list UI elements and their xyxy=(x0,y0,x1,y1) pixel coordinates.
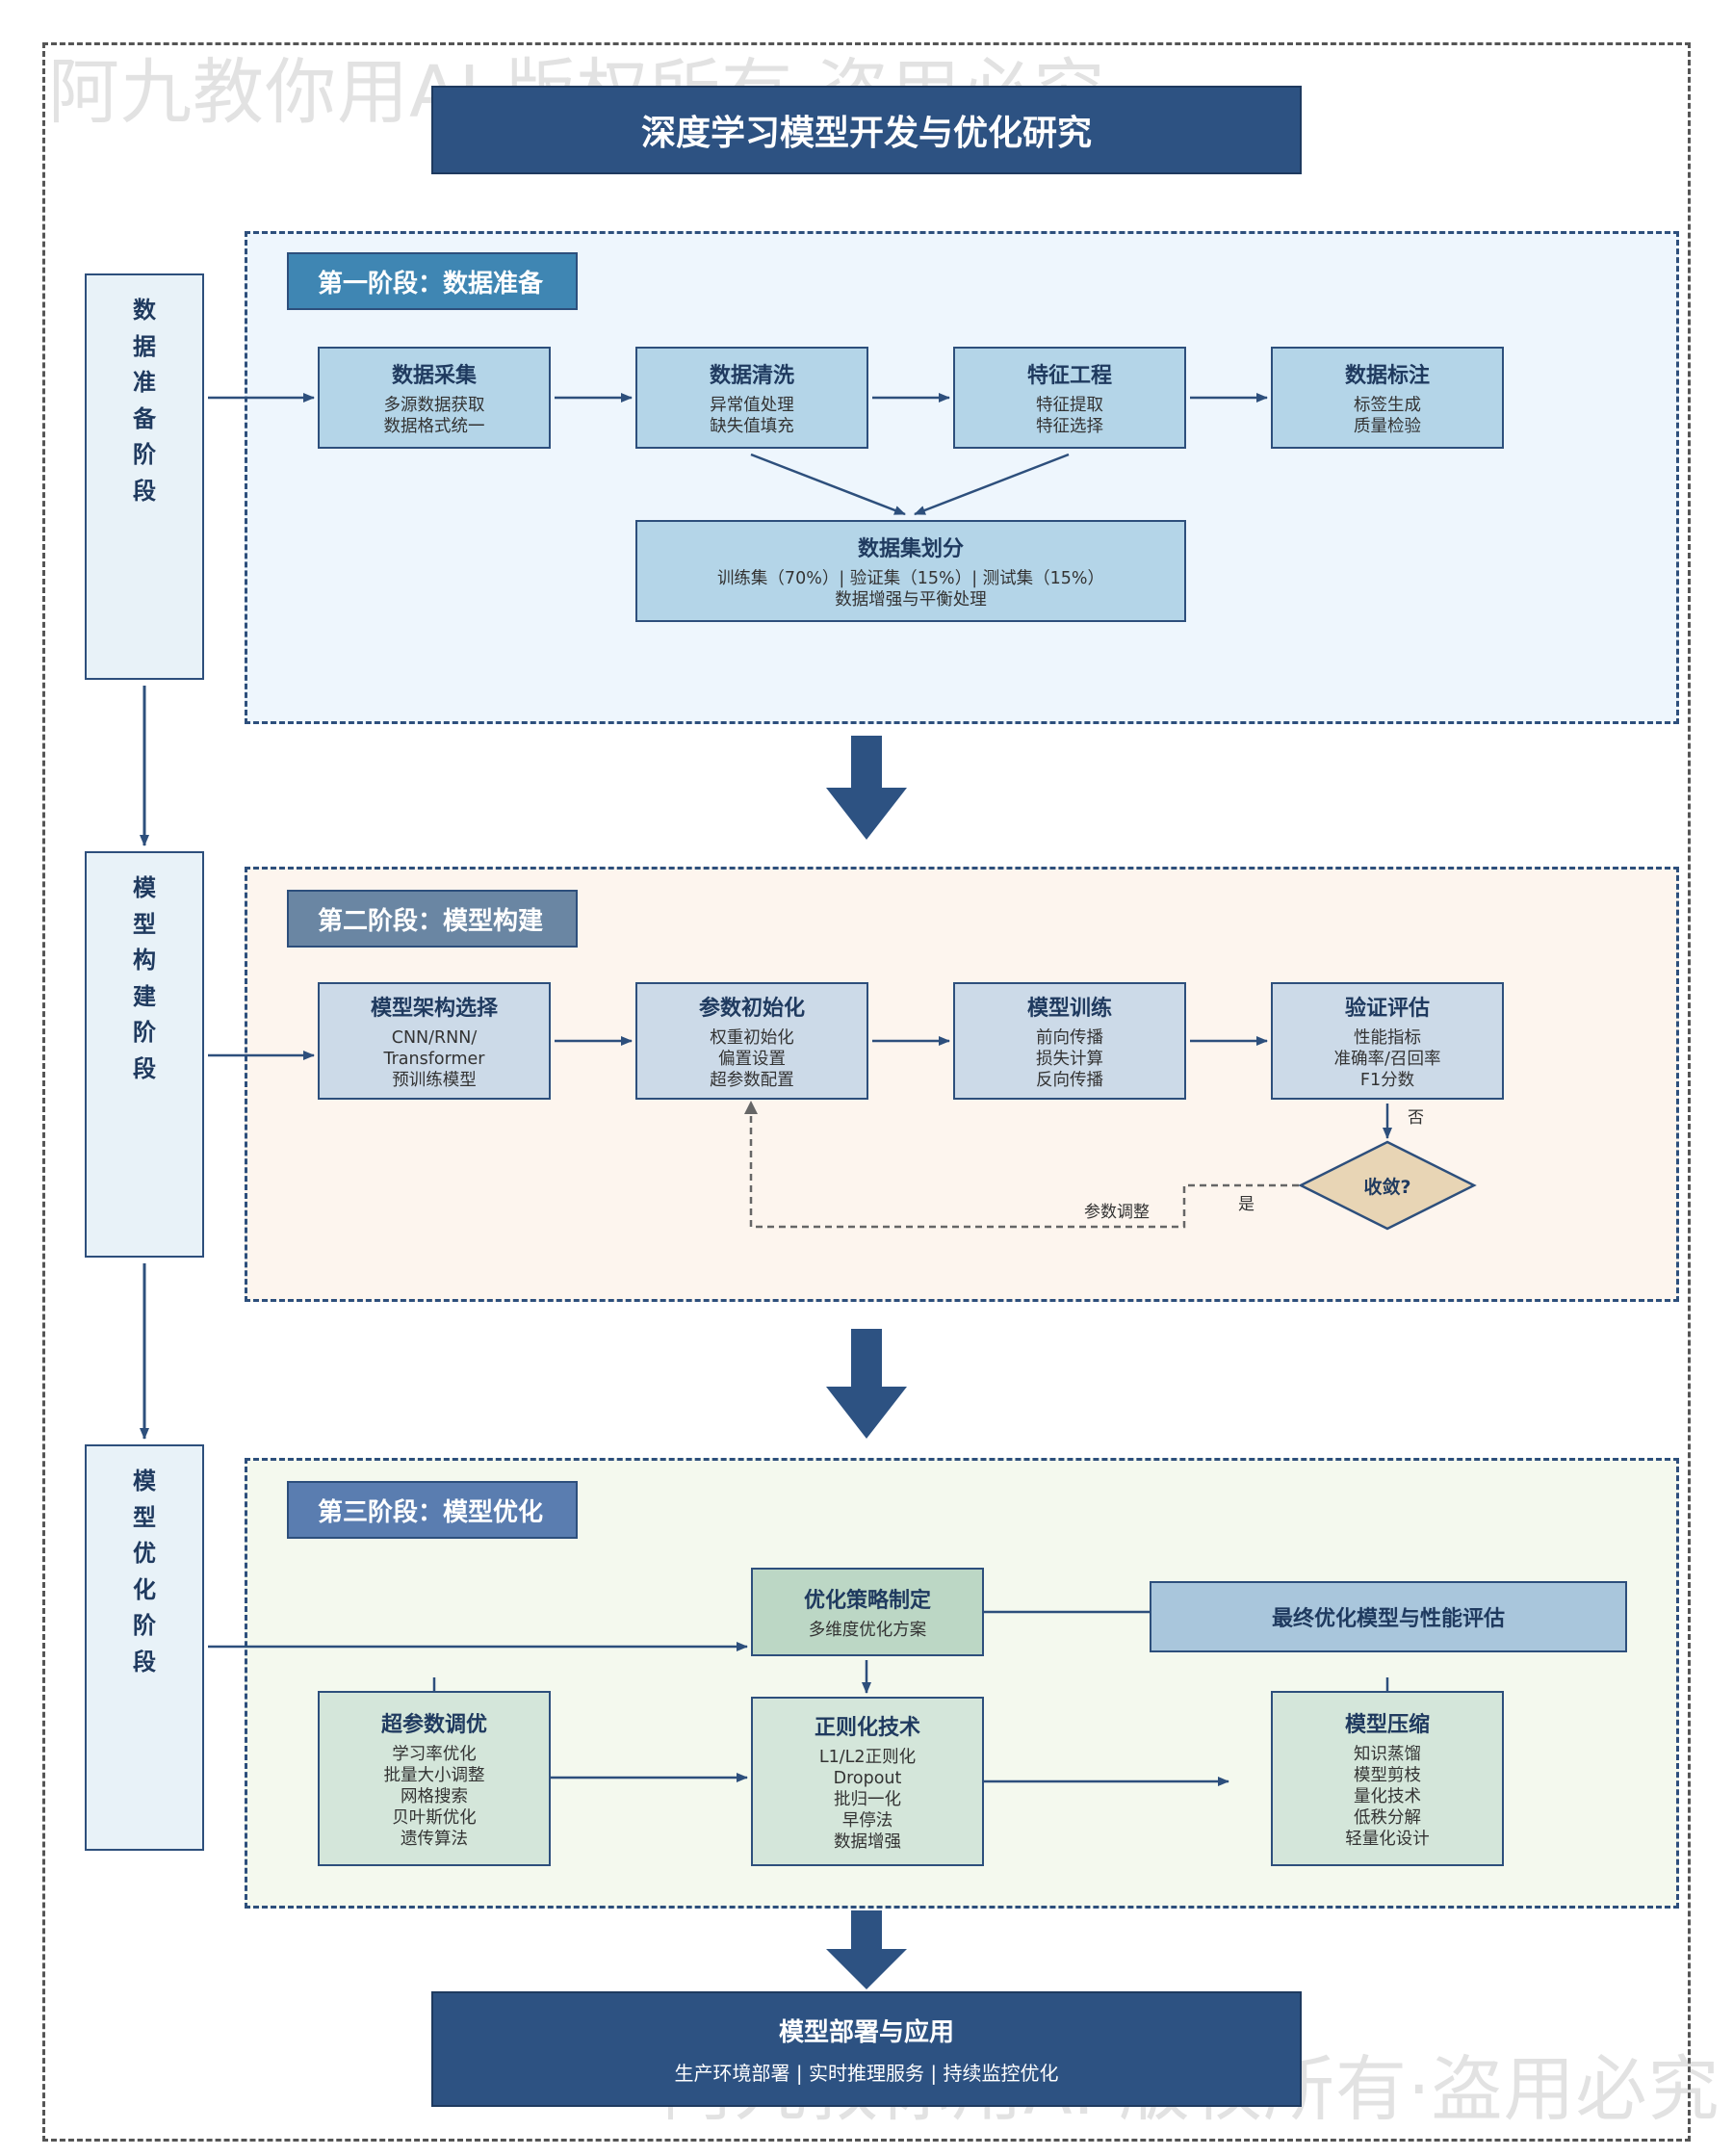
block-arrow-stage3-to-deploy xyxy=(826,1910,907,1989)
decision-diamond xyxy=(1298,1140,1477,1231)
decision-label: 收敛? xyxy=(1363,1177,1411,1198)
deploy-subtitle: 生产环境部署 | 实时推理服务 | 持续监控优化 xyxy=(674,2062,1059,2085)
side-label-model-build: 模型构 建阶段 xyxy=(85,851,204,1258)
param-adjust-label: 参数调整 xyxy=(1084,1203,1150,1222)
box-data-collection: 数据采集 多源数据获取数据格式统一 xyxy=(318,347,551,449)
side-label-model-opt: 模型优 化阶段 xyxy=(85,1444,204,1851)
stage1-label: 第一阶段：数据准备 xyxy=(287,252,578,310)
deploy-title: 模型部署与应用 xyxy=(778,2018,954,2047)
stage3-label: 第三阶段：模型优化 xyxy=(287,1481,578,1539)
box-model-compression: 模型压缩 知识蒸馏模型剪枝量化技术 低秩分解轻量化设计 xyxy=(1271,1691,1504,1866)
deploy-box: 模型部署与应用 生产环境部署 | 实时推理服务 | 持续监控优化 xyxy=(431,1991,1302,2107)
box-feature-engineering: 特征工程 特征提取特征选择 xyxy=(953,347,1186,449)
box-dataset-split: 数据集划分 训练集（70%）| 验证集（15%）| 测试集（15%）数据增强与平… xyxy=(635,520,1186,622)
box-final-model: 最终优化模型与性能评估 xyxy=(1150,1581,1627,1652)
box-hyperparam-tuning: 超参数调优 学习率优化批量大小调整网格搜索 贝叶斯优化遗传算法 xyxy=(318,1691,551,1866)
box-data-labeling: 数据标注 标签生成质量检验 xyxy=(1271,347,1504,449)
box-data-cleaning: 数据清洗 异常值处理缺失值填充 xyxy=(635,347,868,449)
stage2-label: 第二阶段：模型构建 xyxy=(287,890,578,948)
page-title: 深度学习模型开发与优化研究 xyxy=(431,86,1302,174)
box-model-training: 模型训练 前向传播损失计算反向传播 xyxy=(953,982,1186,1100)
box-param-init: 参数初始化 权重初始化偏置设置超参数配置 xyxy=(635,982,868,1100)
arrow-feature-to-split xyxy=(914,453,1070,516)
decision-yes-label: 是 xyxy=(1238,1195,1254,1214)
stage1-panel xyxy=(245,231,1679,724)
outer-frame xyxy=(42,42,1691,2142)
box-strategy: 优化策略制定 多维度优化方案 xyxy=(751,1568,984,1656)
block-arrow-stage2-to-stage3 xyxy=(826,1329,907,1439)
decision-no-label: 否 xyxy=(1408,1108,1424,1128)
block-arrow-stage1-to-stage2 xyxy=(826,736,907,840)
side-label-data-prep: 数据准 备阶段 xyxy=(85,273,204,680)
arrow-cleaning-to-split xyxy=(750,453,906,516)
feedback-loop-path xyxy=(744,1101,1299,1229)
